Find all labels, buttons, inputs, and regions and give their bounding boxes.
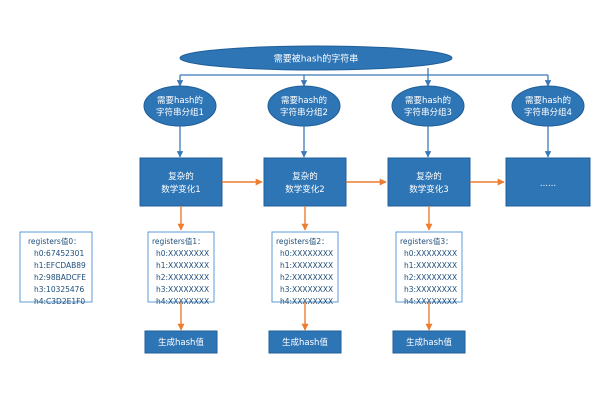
register-line: h4:XXXXXXXX	[280, 297, 333, 306]
transform-label-line1: 复杂的	[292, 171, 318, 182]
transform-label-line2: 数学变化2	[285, 184, 324, 195]
split-connectors	[176, 68, 552, 87]
register-line: h0:67452301	[34, 249, 84, 258]
register-line: h3:XXXXXXXX	[156, 285, 209, 294]
register-line: h2:XXXXXXXX	[280, 273, 333, 282]
transform-label-line1: 复杂的	[416, 171, 442, 182]
register-line: h1:XXXXXXXX	[280, 261, 333, 270]
group-label-line1: 需要hash的	[281, 95, 327, 106]
group-to-transform-arrows	[176, 126, 552, 158]
group-label-line2: 字符串分组3	[404, 107, 452, 118]
transform-box-3: 复杂的 数学变化3	[387, 157, 471, 207]
register-line: h1:XXXXXXXX	[404, 261, 457, 270]
register-line: h3:XXXXXXXX	[280, 285, 333, 294]
register-line: h4:XXXXXXXX	[156, 297, 209, 306]
register-line: h3:XXXXXXXX	[404, 285, 457, 294]
string-group-4: 需要hash的 字符串分组4	[511, 85, 585, 127]
registers-to-output-arrows	[177, 302, 433, 331]
transform-to-registers-arrows	[177, 206, 433, 231]
registers-title: registers值1：	[152, 236, 205, 246]
output-box-2: 生成hash值	[268, 330, 342, 354]
registers-box-1: registers值1： h0:XXXXXXXX h1:XXXXXXXX h2:…	[147, 231, 215, 306]
string-group-3: 需要hash的 字符串分组3	[391, 85, 465, 127]
transform-label-line2: 数学变化1	[161, 184, 200, 195]
transform-box-4: ......	[505, 157, 591, 207]
registers-title: registers值0：	[28, 236, 81, 246]
initial-registers-box: registers值0： h0:67452301 h1:EFCDAB89 h2:…	[19, 231, 93, 306]
register-line: h2:98BADCFE	[34, 273, 86, 282]
registers-title: registers值2：	[276, 236, 329, 246]
group-label-line1: 需要hash的	[405, 95, 451, 106]
output-box-3: 生成hash值	[392, 330, 466, 354]
registers-box-3: registers值3： h0:XXXXXXXX h1:XXXXXXXX h2:…	[395, 231, 463, 306]
group-label-line1: 需要hash的	[157, 95, 203, 106]
register-line: h1:EFCDAB89	[34, 261, 86, 270]
output-label: 生成hash值	[158, 337, 204, 348]
register-line: h0:XXXXXXXX	[156, 249, 209, 258]
register-line: h1:XXXXXXXX	[156, 261, 209, 270]
output-box-1: 生成hash值	[144, 330, 218, 354]
group-label-line2: 字符串分组1	[156, 107, 204, 118]
transform-label-line2: 数学变化3	[409, 184, 448, 195]
register-line: h3:10325476	[34, 285, 84, 294]
output-label: 生成hash值	[282, 337, 328, 348]
register-line: h4:C3D2E1F0	[34, 297, 85, 306]
register-line: h0:XXXXXXXX	[404, 249, 457, 258]
register-line: h4:XXXXXXXX	[404, 297, 457, 306]
register-line: h2:XXXXXXXX	[156, 273, 209, 282]
string-group-1: 需要hash的 字符串分组1	[143, 85, 217, 127]
group-label-line1: 需要hash的	[525, 95, 571, 106]
register-line: h2:XXXXXXXX	[404, 273, 457, 282]
group-label-line2: 字符串分组4	[524, 107, 572, 118]
transform-box-2: 复杂的 数学变化2	[263, 157, 347, 207]
registers-box-2: registers值2： h0:XXXXXXXX h1:XXXXXXXX h2:…	[271, 231, 339, 306]
output-label: 生成hash值	[406, 337, 452, 348]
register-line: h0:XXXXXXXX	[280, 249, 333, 258]
group-label-line2: 字符串分组2	[280, 107, 328, 118]
input-string-node: 需要被hash的字符串	[179, 45, 453, 71]
transform-label-line1: 复杂的	[168, 171, 194, 182]
input-string-label: 需要被hash的字符串	[274, 53, 359, 65]
transform-label-line1: ......	[540, 179, 556, 189]
transform-box-1: 复杂的 数学变化1	[139, 157, 223, 207]
registers-title: registers值3：	[400, 236, 453, 246]
string-group-2: 需要hash的 字符串分组2	[267, 85, 341, 127]
